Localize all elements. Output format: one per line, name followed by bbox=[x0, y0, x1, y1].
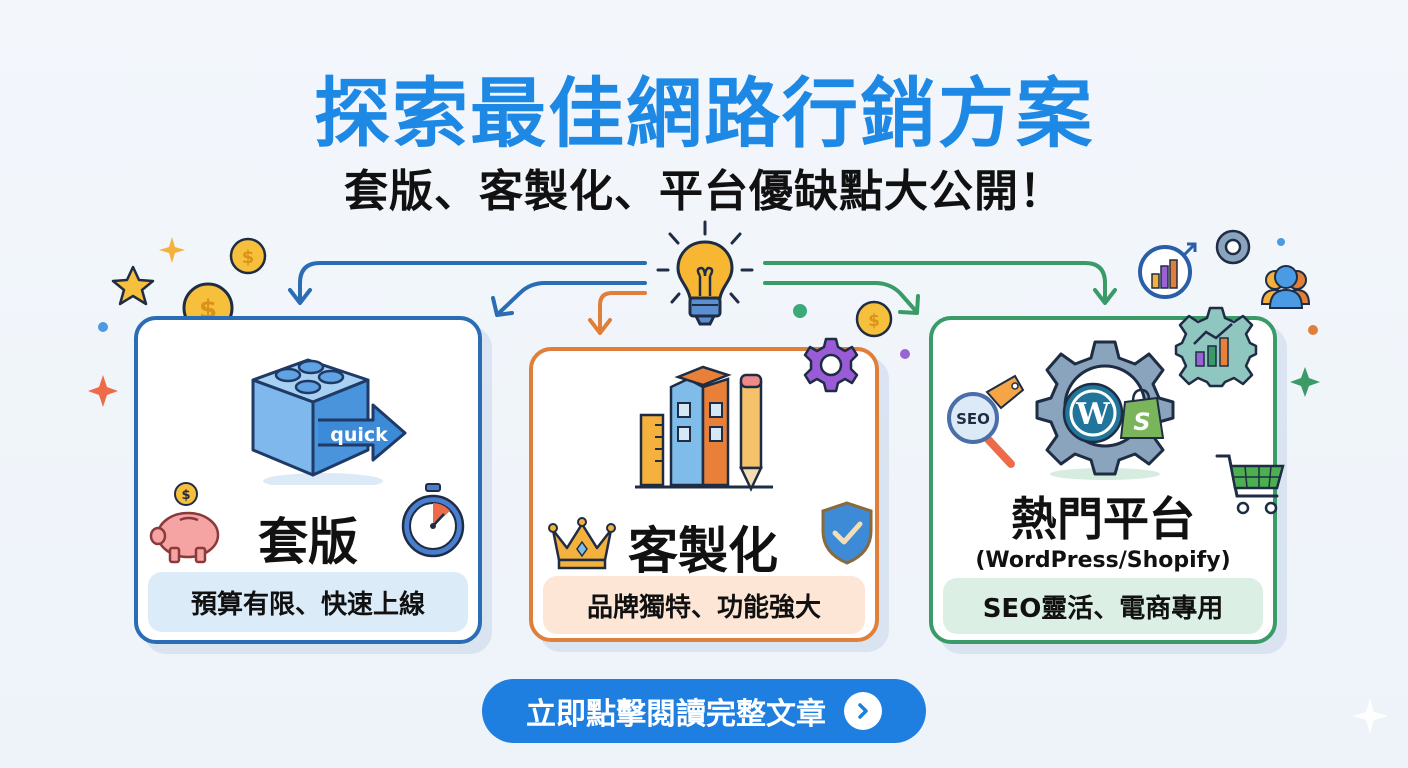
shield-check-icon bbox=[821, 501, 873, 565]
custom-card[interactable]: 客製化 品牌獨特、功能強大 bbox=[529, 337, 879, 642]
shopify-icon: S bbox=[1119, 388, 1165, 439]
page-title: 探索最佳網路行銷方案 bbox=[314, 69, 1094, 158]
card-title: 熱門平台 bbox=[1011, 492, 1195, 546]
piggy-bank-icon: $ bbox=[149, 482, 220, 564]
decorative-coin-dots: $ bbox=[793, 300, 910, 359]
gear-icon bbox=[803, 337, 859, 393]
sparkle-icon bbox=[1352, 698, 1388, 734]
platform-card[interactable]: W S SEO 熱門平台 (WordPress/Shopify) SEO靈活、電… bbox=[929, 306, 1285, 644]
decorative-analytics-icons bbox=[1138, 229, 1320, 397]
stopwatch-icon bbox=[401, 483, 465, 558]
building-icon bbox=[635, 365, 773, 492]
svg-text:W: W bbox=[1075, 397, 1111, 432]
lightbulb-icon bbox=[656, 220, 754, 326]
chevron-right-icon bbox=[844, 692, 882, 730]
seo-magnifier-icon: SEO bbox=[947, 374, 1025, 468]
crown-icon bbox=[548, 517, 616, 570]
svg-text:$: $ bbox=[242, 247, 255, 268]
svg-text:quick: quick bbox=[330, 424, 388, 446]
chart-gear-icon bbox=[1174, 306, 1258, 388]
cart-icon bbox=[1215, 454, 1285, 515]
cta-label: 立即點擊閱讀完整文章 bbox=[526, 697, 826, 732]
template-card[interactable]: quick $ 套版 預算有限、快速上線 bbox=[134, 316, 482, 644]
card-title: 客製化 bbox=[628, 522, 778, 580]
card-tagline: 品牌獨特、功能強大 bbox=[543, 576, 865, 634]
svg-text:SEO: SEO bbox=[956, 410, 990, 428]
card-tagline: SEO靈活、電商專用 bbox=[943, 578, 1263, 634]
card-subtitle: (WordPress/Shopify) bbox=[975, 548, 1231, 573]
card-tagline: 預算有限、快速上線 bbox=[148, 572, 468, 632]
card-title: 套版 bbox=[258, 513, 358, 571]
read-article-button[interactable]: 立即點擊閱讀完整文章 bbox=[482, 679, 926, 743]
svg-text:$: $ bbox=[868, 311, 880, 331]
page-subtitle: 套版、客製化、平台優缺點大公開！ bbox=[344, 166, 1064, 217]
lego-block-icon: quick bbox=[251, 358, 407, 485]
svg-text:S: S bbox=[1133, 408, 1150, 436]
svg-text:$: $ bbox=[181, 488, 190, 503]
wordpress-icon: W bbox=[1062, 382, 1124, 444]
decorative-coins-stars: $ $ bbox=[88, 237, 267, 407]
